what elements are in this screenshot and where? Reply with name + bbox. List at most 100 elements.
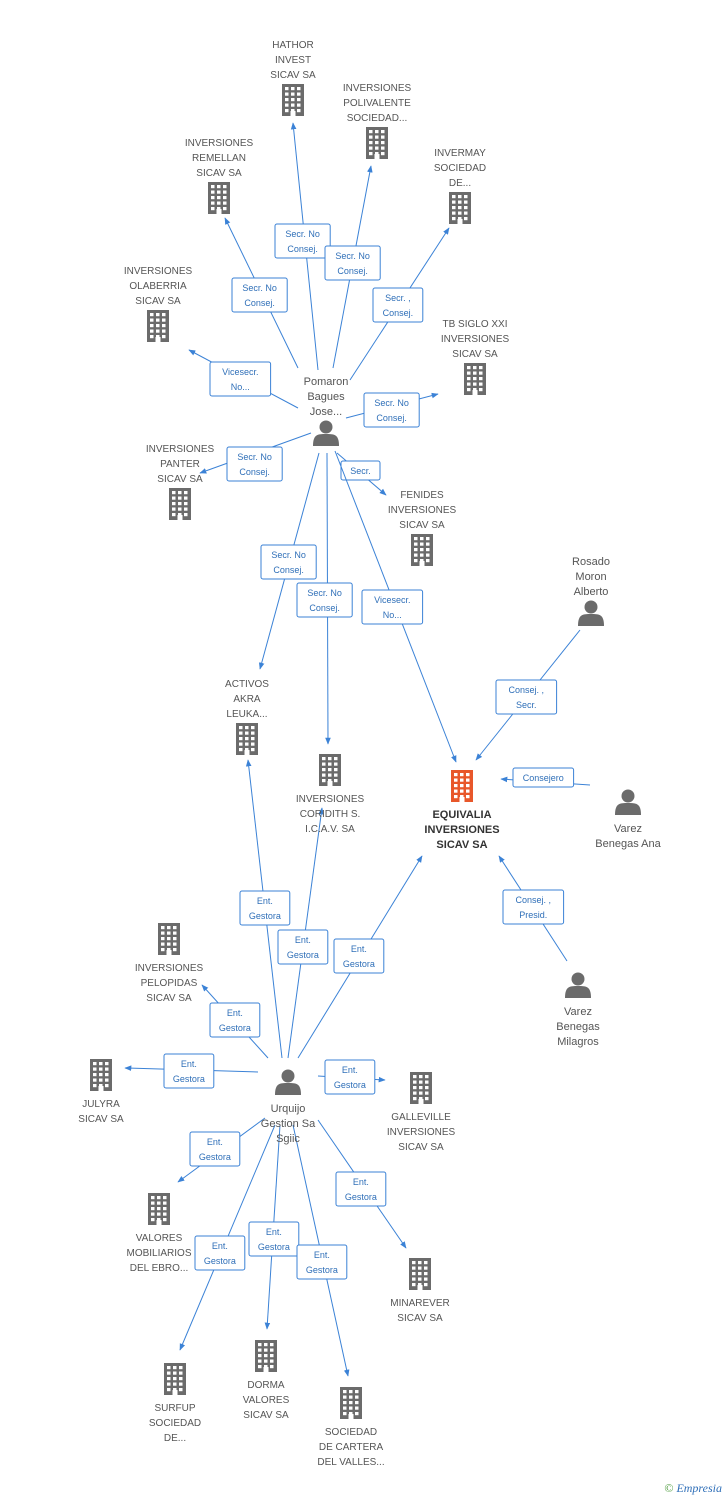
edge-label-text: Secr. No <box>307 588 342 598</box>
node-label: INVERSIONES <box>424 824 499 836</box>
edge-label-box[interactable] <box>340 460 381 481</box>
node-label: INVERSIONES <box>185 138 254 149</box>
person-icon <box>578 600 604 626</box>
edge-label-text: Gestora <box>204 1256 236 1266</box>
node-surfup[interactable]: SURFUPSOCIEDADDE... <box>149 1363 201 1444</box>
brand-name: Empresia <box>676 1481 722 1495</box>
edge-label-text: Ent. <box>314 1250 330 1260</box>
edge-label-text: Secr. <box>516 700 537 710</box>
edge-label-text: Ent. <box>181 1059 197 1069</box>
edge: Secr. No Consej. <box>296 452 353 745</box>
edge-label-box[interactable] <box>209 361 272 397</box>
edge-label-box[interactable] <box>209 1002 261 1038</box>
edge-label-box[interactable] <box>163 1053 215 1089</box>
edge-label-box[interactable] <box>324 245 381 281</box>
edge-label-box[interactable] <box>333 938 385 974</box>
edge-label-box[interactable] <box>363 392 420 428</box>
edge: Ent.Gestora <box>317 1119 407 1249</box>
edge-label-box[interactable] <box>324 1059 376 1095</box>
node-polivalente[interactable]: INVERSIONESPOLIVALENTESOCIEDAD... <box>343 83 412 159</box>
node-label: EQUIVALIA <box>432 809 491 821</box>
copyright-icon: © <box>664 1481 674 1495</box>
node-label: INVERSIONES <box>146 444 215 455</box>
edge-label-box[interactable] <box>502 889 565 925</box>
edge: Ent.Gestora <box>179 1124 276 1351</box>
edge-label-box[interactable] <box>239 890 291 926</box>
edge-label-box[interactable] <box>231 277 288 313</box>
edge-label-box[interactable] <box>248 1221 300 1257</box>
edge-label-text: Vicesecr. <box>222 367 258 377</box>
edge-label-text: Gestora <box>249 911 281 921</box>
node-label: SICAV SA <box>243 1410 289 1421</box>
edge-label-box[interactable] <box>335 1171 387 1207</box>
node-label: CORIDITH S. <box>300 809 361 820</box>
edge-label-box[interactable] <box>226 446 283 482</box>
edge-label-box[interactable] <box>194 1235 246 1271</box>
edge-label-text: Consej. <box>273 565 304 575</box>
edge-label-box[interactable] <box>277 929 329 965</box>
node-label: INVEST <box>275 55 311 66</box>
edge: Consej. ,Secr. <box>475 629 581 761</box>
edge-label-text: Consej. <box>244 298 275 308</box>
person-icon <box>313 420 339 446</box>
building-icon <box>319 754 341 786</box>
edge-label-box[interactable] <box>260 544 317 580</box>
node-label: SICAV SA <box>452 349 498 360</box>
node-label: INVERSIONES <box>387 1127 456 1138</box>
node-activos[interactable]: ACTIVOSAKRALEUKA... <box>225 679 269 755</box>
building-icon <box>208 182 230 214</box>
edge-label-text: Secr. No <box>335 251 370 261</box>
edge-label-box[interactable] <box>274 223 331 259</box>
node-label: SICAV SA <box>270 70 316 81</box>
edge: Secr. ,Consej. <box>349 227 450 381</box>
node-label: TB SIGLO XXI <box>442 319 507 330</box>
edge-label-box[interactable] <box>296 582 353 618</box>
person-icon <box>615 789 641 815</box>
building-icon <box>169 488 191 520</box>
edge-label-box[interactable] <box>296 1244 348 1280</box>
node-label: JULYRA <box>82 1099 120 1110</box>
edge-label-box[interactable] <box>361 589 424 625</box>
building-icon <box>255 1340 277 1372</box>
brand-watermark: ©Empresia <box>664 1481 722 1496</box>
node-label: VALORES <box>136 1233 183 1244</box>
edge-label-box[interactable] <box>372 287 424 323</box>
node-label: DORMA <box>247 1380 285 1391</box>
edge-label-box[interactable] <box>512 767 575 788</box>
node-pomaron[interactable]: PomaronBaguesJose... <box>304 376 349 446</box>
building-icon <box>147 310 169 342</box>
node-label: DE... <box>164 1433 186 1444</box>
node-label: DE... <box>449 178 471 189</box>
edge-label-text: Consej. <box>309 603 340 613</box>
edge-label-text: Consej. <box>376 413 407 423</box>
edge-label-box[interactable] <box>189 1131 241 1167</box>
node-invermay[interactable]: INVERMAYSOCIEDADDE... <box>434 148 486 224</box>
edge-label-text: Consej. <box>239 467 270 477</box>
edge-label-box[interactable] <box>495 679 558 715</box>
node-label: Pomaron <box>304 376 349 388</box>
node-label: Milagros <box>557 1036 599 1048</box>
